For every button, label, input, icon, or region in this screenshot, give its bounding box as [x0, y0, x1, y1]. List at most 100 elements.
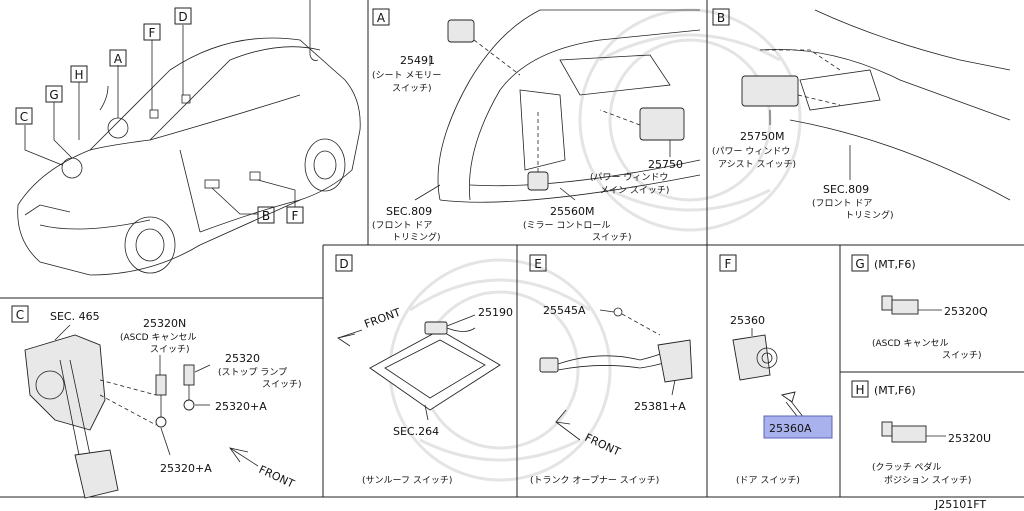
part-sec809-a-desc-1: (フロント ドア [372, 221, 432, 231]
overview-letter-c: C [20, 110, 28, 124]
panel-f: F 25360 25360A (ドア スイッチ) [719, 254, 833, 486]
part-25750m-desc-1: (パワー ウィンドウ [712, 146, 790, 157]
overview-letter-g: G [49, 88, 58, 102]
part-25750m-desc-2: アシスト スイッチ) [718, 159, 796, 170]
panel-b: B 25750M (パワー ウィンドウ アシスト スイッチ) SEC.809 (… [712, 8, 1011, 221]
panel-h-caption-2: ポジション スイッチ) [884, 475, 971, 486]
panel-g: G (MT,F6) 25320Q (ASCD キャンセル スイッチ) [851, 254, 988, 361]
car-overview [17, 0, 361, 276]
overview-letter-boxes: C G H A F D B F [15, 7, 304, 224]
switch-25320-shape [183, 364, 195, 386]
panel-g-letter: G [855, 257, 864, 271]
part-25560m-number: 25560M [550, 205, 594, 218]
panel-e-caption: (トランク オープナー スイッチ) [530, 475, 659, 486]
overview-box-a [109, 49, 127, 67]
sunroof-console-shape [369, 329, 501, 411]
panel-e-front-label: FRONT [583, 431, 623, 459]
part-25320a-1-number: 25320+A [215, 400, 267, 413]
part-25320n-number: 25320N [143, 317, 186, 330]
part-25320n-desc-2: スイッチ) [150, 344, 190, 355]
panel-h-letter: H [855, 383, 864, 397]
panel-h: H (MT,F6) 25320U (クラッチ ペダル ポジション スイッチ) [851, 380, 991, 486]
overview-letter-h: H [74, 68, 83, 82]
panel-d-caption: (サンルーフ スイッチ) [362, 475, 452, 486]
part-25320-desc-2: スイッチ) [262, 379, 302, 390]
panel-h-caption-1: (クラッチ ペダル [872, 461, 941, 473]
part-sec809-a-number: SEC.809 [386, 205, 432, 218]
part-25750m-number: 25750M [740, 130, 784, 143]
part-25560m-desc-1: (ミラー コントロール [523, 220, 610, 231]
switch-25560m-shape [527, 171, 549, 191]
overview-letter-f-top: F [149, 26, 156, 40]
panel-g-condition: (MT,F6) [874, 258, 916, 271]
switch-25320n-shape [155, 374, 167, 396]
part-25360a-highlight [763, 415, 833, 439]
panel-d-letter: D [339, 257, 348, 271]
part-sec809-b-desc-2: トリミング) [845, 209, 894, 221]
switch-25320u-body [891, 425, 927, 443]
part-25491-number: 25491 [400, 54, 435, 67]
part-25320u-number: 25320U [948, 432, 991, 445]
part-25491-desc-1: (シート メモリー [372, 71, 441, 81]
panel-c: C SEC. 465 25320N (ASCD キャンセル スイッチ) 2532… [11, 305, 302, 499]
part-25320a-2-number: 25320+A [160, 462, 212, 475]
overview-box-f [286, 206, 304, 224]
overview-box-d [174, 7, 192, 25]
overview-letter-f: F [292, 209, 299, 223]
part-25381a-number: 25381+A [634, 400, 686, 413]
part-25360-number: 25360 [730, 314, 765, 327]
overview-box-h [70, 65, 88, 83]
connector-shape [539, 357, 559, 373]
part-25560m-desc-2: スイッチ) [592, 232, 632, 243]
panel-f-letter: F [725, 257, 732, 271]
panel-c-letter: C [16, 308, 24, 322]
panel-g-caption-2: スイッチ) [942, 350, 982, 361]
overview-box-g [45, 85, 63, 103]
door-switch-shape [732, 334, 771, 381]
part-25750-number: 25750 [648, 158, 683, 171]
overview-letter-a: A [114, 52, 123, 66]
part-sec809-a-desc-2: トリミング) [392, 231, 441, 243]
overview-letter-d: D [178, 10, 187, 24]
overview-box-f-top [143, 23, 161, 41]
panel-d: D FRONT 25190 SEC.264 (サンルーフ スイッチ) [335, 254, 513, 486]
part-sec809-b-desc-1: (フロント ドア [812, 199, 872, 209]
switch-25750-shape [639, 107, 685, 141]
panel-f-caption: (ドア スイッチ) [736, 475, 800, 486]
part-25190-number: 25190 [478, 306, 513, 319]
panel-c-front-label: FRONT [257, 463, 297, 491]
part-sec465-number: SEC. 465 [50, 310, 100, 323]
part-sec264-number: SEC.264 [393, 425, 439, 438]
panel-h-condition: (MT,F6) [874, 384, 916, 397]
panel-a: A 25491 (シート メモリー スイッチ) 25750 (パワー ウィンドウ… [372, 8, 701, 243]
overview-box-c [15, 107, 33, 125]
switch-25750m-shape [741, 75, 799, 107]
part-25545a-number: 25545A [543, 304, 586, 317]
switch-25320q-shape [881, 295, 893, 311]
part-25320q-number: 25320Q [944, 305, 988, 318]
diagram-id: J25101FT [934, 498, 986, 511]
pedal-bracket-shape [24, 334, 106, 431]
switch-25190-shape [424, 321, 448, 335]
part-25320n-desc-1: (ASCD キャンセル [120, 332, 196, 343]
switch-25320q-body [891, 299, 919, 315]
switch-25491-shape [447, 19, 475, 43]
panel-frames [0, 0, 1024, 498]
part-25320-number: 25320 [225, 352, 260, 365]
overview-letter-b: B [262, 209, 270, 223]
pedal-pad-shape [74, 449, 119, 499]
panel-d-front-label: FRONT [363, 306, 403, 331]
switch-25320u-shape [881, 421, 893, 437]
panel-e-letter: E [534, 257, 542, 271]
part-sec809-b-number: SEC.809 [823, 183, 869, 196]
part-25750-desc-1: (パワー ウィンドウ [590, 172, 668, 183]
part-25320-desc-1: (ストップ ランプ [218, 367, 287, 378]
panel-a-letter: A [377, 11, 386, 25]
part-25360a-number: 25360A [769, 422, 812, 435]
panel-g-caption-1: (ASCD キャンセル [872, 338, 948, 349]
part-25750-desc-2: メイン スイッチ) [600, 185, 669, 196]
trunk-opener-switch-shape [657, 339, 693, 383]
overview-box-b [257, 206, 275, 224]
panel-b-letter: B [717, 11, 725, 25]
